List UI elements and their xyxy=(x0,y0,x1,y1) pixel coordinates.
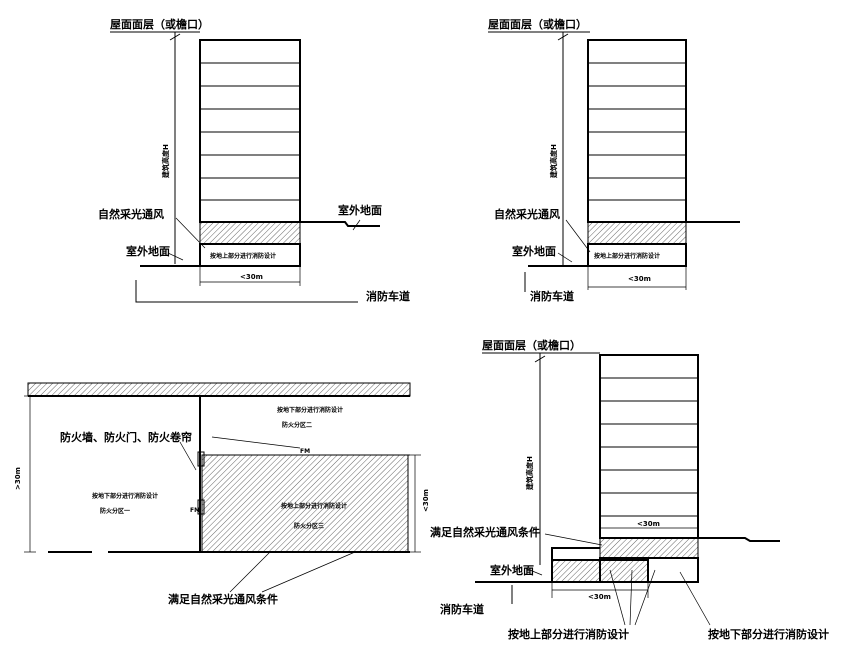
roof-label: 屋面面层（或檐口） xyxy=(482,338,581,352)
top-box-label: 按地下部分进行消防设计 xyxy=(277,406,343,414)
panel-2 xyxy=(488,31,740,292)
roof-label: 屋面面层（或檐口） xyxy=(110,17,209,31)
panel-1 xyxy=(110,31,380,303)
light-label: 自然采光通风 xyxy=(494,207,560,221)
fire-road-label: 消防车道 xyxy=(366,289,410,303)
width-bottom-label: <30m xyxy=(588,593,611,601)
outdoor-right-label: 室外地面 xyxy=(338,203,382,217)
dim-right-label: <30m xyxy=(422,489,430,512)
basement-box xyxy=(199,243,301,267)
condition-label: 满足自然采光通风条件 xyxy=(168,592,278,606)
roof-label: 屋面面层（或檐口） xyxy=(488,17,587,31)
top-zone-label: 防火分区二 xyxy=(282,421,312,429)
dim-left-label: >30m xyxy=(14,467,22,490)
width-label: <30m xyxy=(628,275,651,283)
panel-3 xyxy=(24,382,421,593)
outdoor-label: 室外地面 xyxy=(490,563,534,577)
above-label: 按地上部分进行消防设计 xyxy=(508,627,629,641)
panel-4 xyxy=(475,352,780,626)
left-box-label: 按地下部分进行消防设计 xyxy=(92,492,158,500)
outdoor-label: 室外地面 xyxy=(512,244,556,258)
height-label: 建筑高度H xyxy=(549,144,558,178)
light-label: 自然采光通风 xyxy=(98,207,164,221)
firewall-label: 防火墙、防火门、防火卷帘 xyxy=(60,430,192,444)
basement-label: 按地上部分进行消防设计 xyxy=(210,252,276,260)
fire-road-label: 消防车道 xyxy=(530,289,574,303)
fm-mid-label: FM xyxy=(190,507,200,514)
below-label: 按地下部分进行消防设计 xyxy=(708,627,829,641)
basement-label: 按地上部分进行消防设计 xyxy=(594,252,660,260)
basement-box xyxy=(587,243,687,267)
left-zone-label: 防火分区一 xyxy=(100,507,130,515)
condition-label: 满足自然采光通风条件 xyxy=(430,525,540,539)
width-top-label: <30m xyxy=(637,520,660,528)
width-label: <30m xyxy=(240,273,263,281)
fm-top-label: FM xyxy=(300,448,310,455)
mid-box-label: 按地上部分进行消防设计 xyxy=(281,502,347,510)
height-label: 建筑高度H xyxy=(161,144,170,178)
height-label: 建筑高度H xyxy=(525,456,534,490)
mid-zone-label: 防火分区三 xyxy=(294,522,324,530)
fire-road-label: 消防车道 xyxy=(440,602,484,616)
outdoor-left-label: 室外地面 xyxy=(126,244,170,258)
